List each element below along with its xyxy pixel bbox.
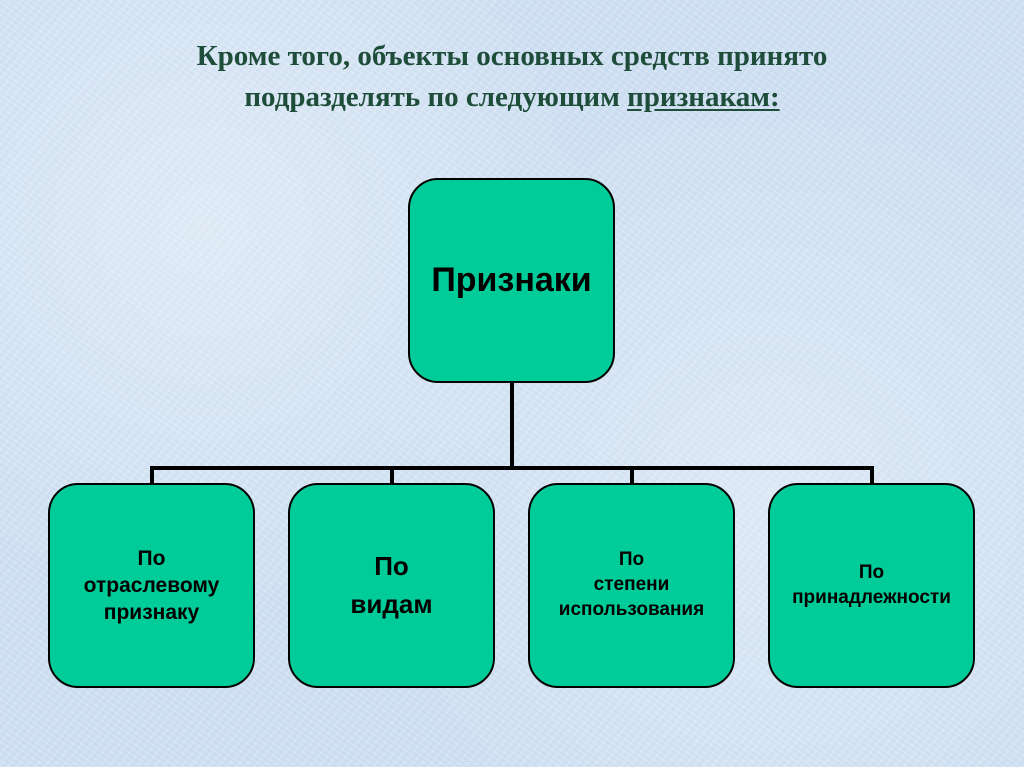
child-node-types: По видам [288, 483, 495, 688]
child-node-line: видам [350, 588, 433, 619]
child-node-usage: По степени использования [528, 483, 735, 688]
child-node-line: По [137, 546, 166, 570]
slide-title: Кроме того, объекты основных средств при… [80, 36, 944, 118]
child-node-line: По [374, 550, 409, 581]
title-underlined-word: признакам: [627, 81, 780, 113]
title-line-1: Кроме того, объекты основных средств при… [196, 40, 828, 72]
child-node-line: отраслевому [83, 573, 220, 597]
child-node-line: По [858, 561, 885, 583]
child-node-line: степени [593, 574, 670, 596]
child-node-ownership: По принадлежности [768, 483, 975, 688]
child-node-line: принадлежности [792, 586, 951, 608]
child-node-line: использования [558, 598, 705, 620]
root-node-label: Признаки [431, 261, 592, 299]
child-node-line: По [618, 549, 645, 571]
child-node-industry: По отраслевому признаку [48, 483, 255, 688]
root-node: Признаки [408, 178, 615, 383]
title-line-2: подразделять по следующим [244, 81, 628, 113]
child-node-line: признаку [103, 601, 200, 625]
